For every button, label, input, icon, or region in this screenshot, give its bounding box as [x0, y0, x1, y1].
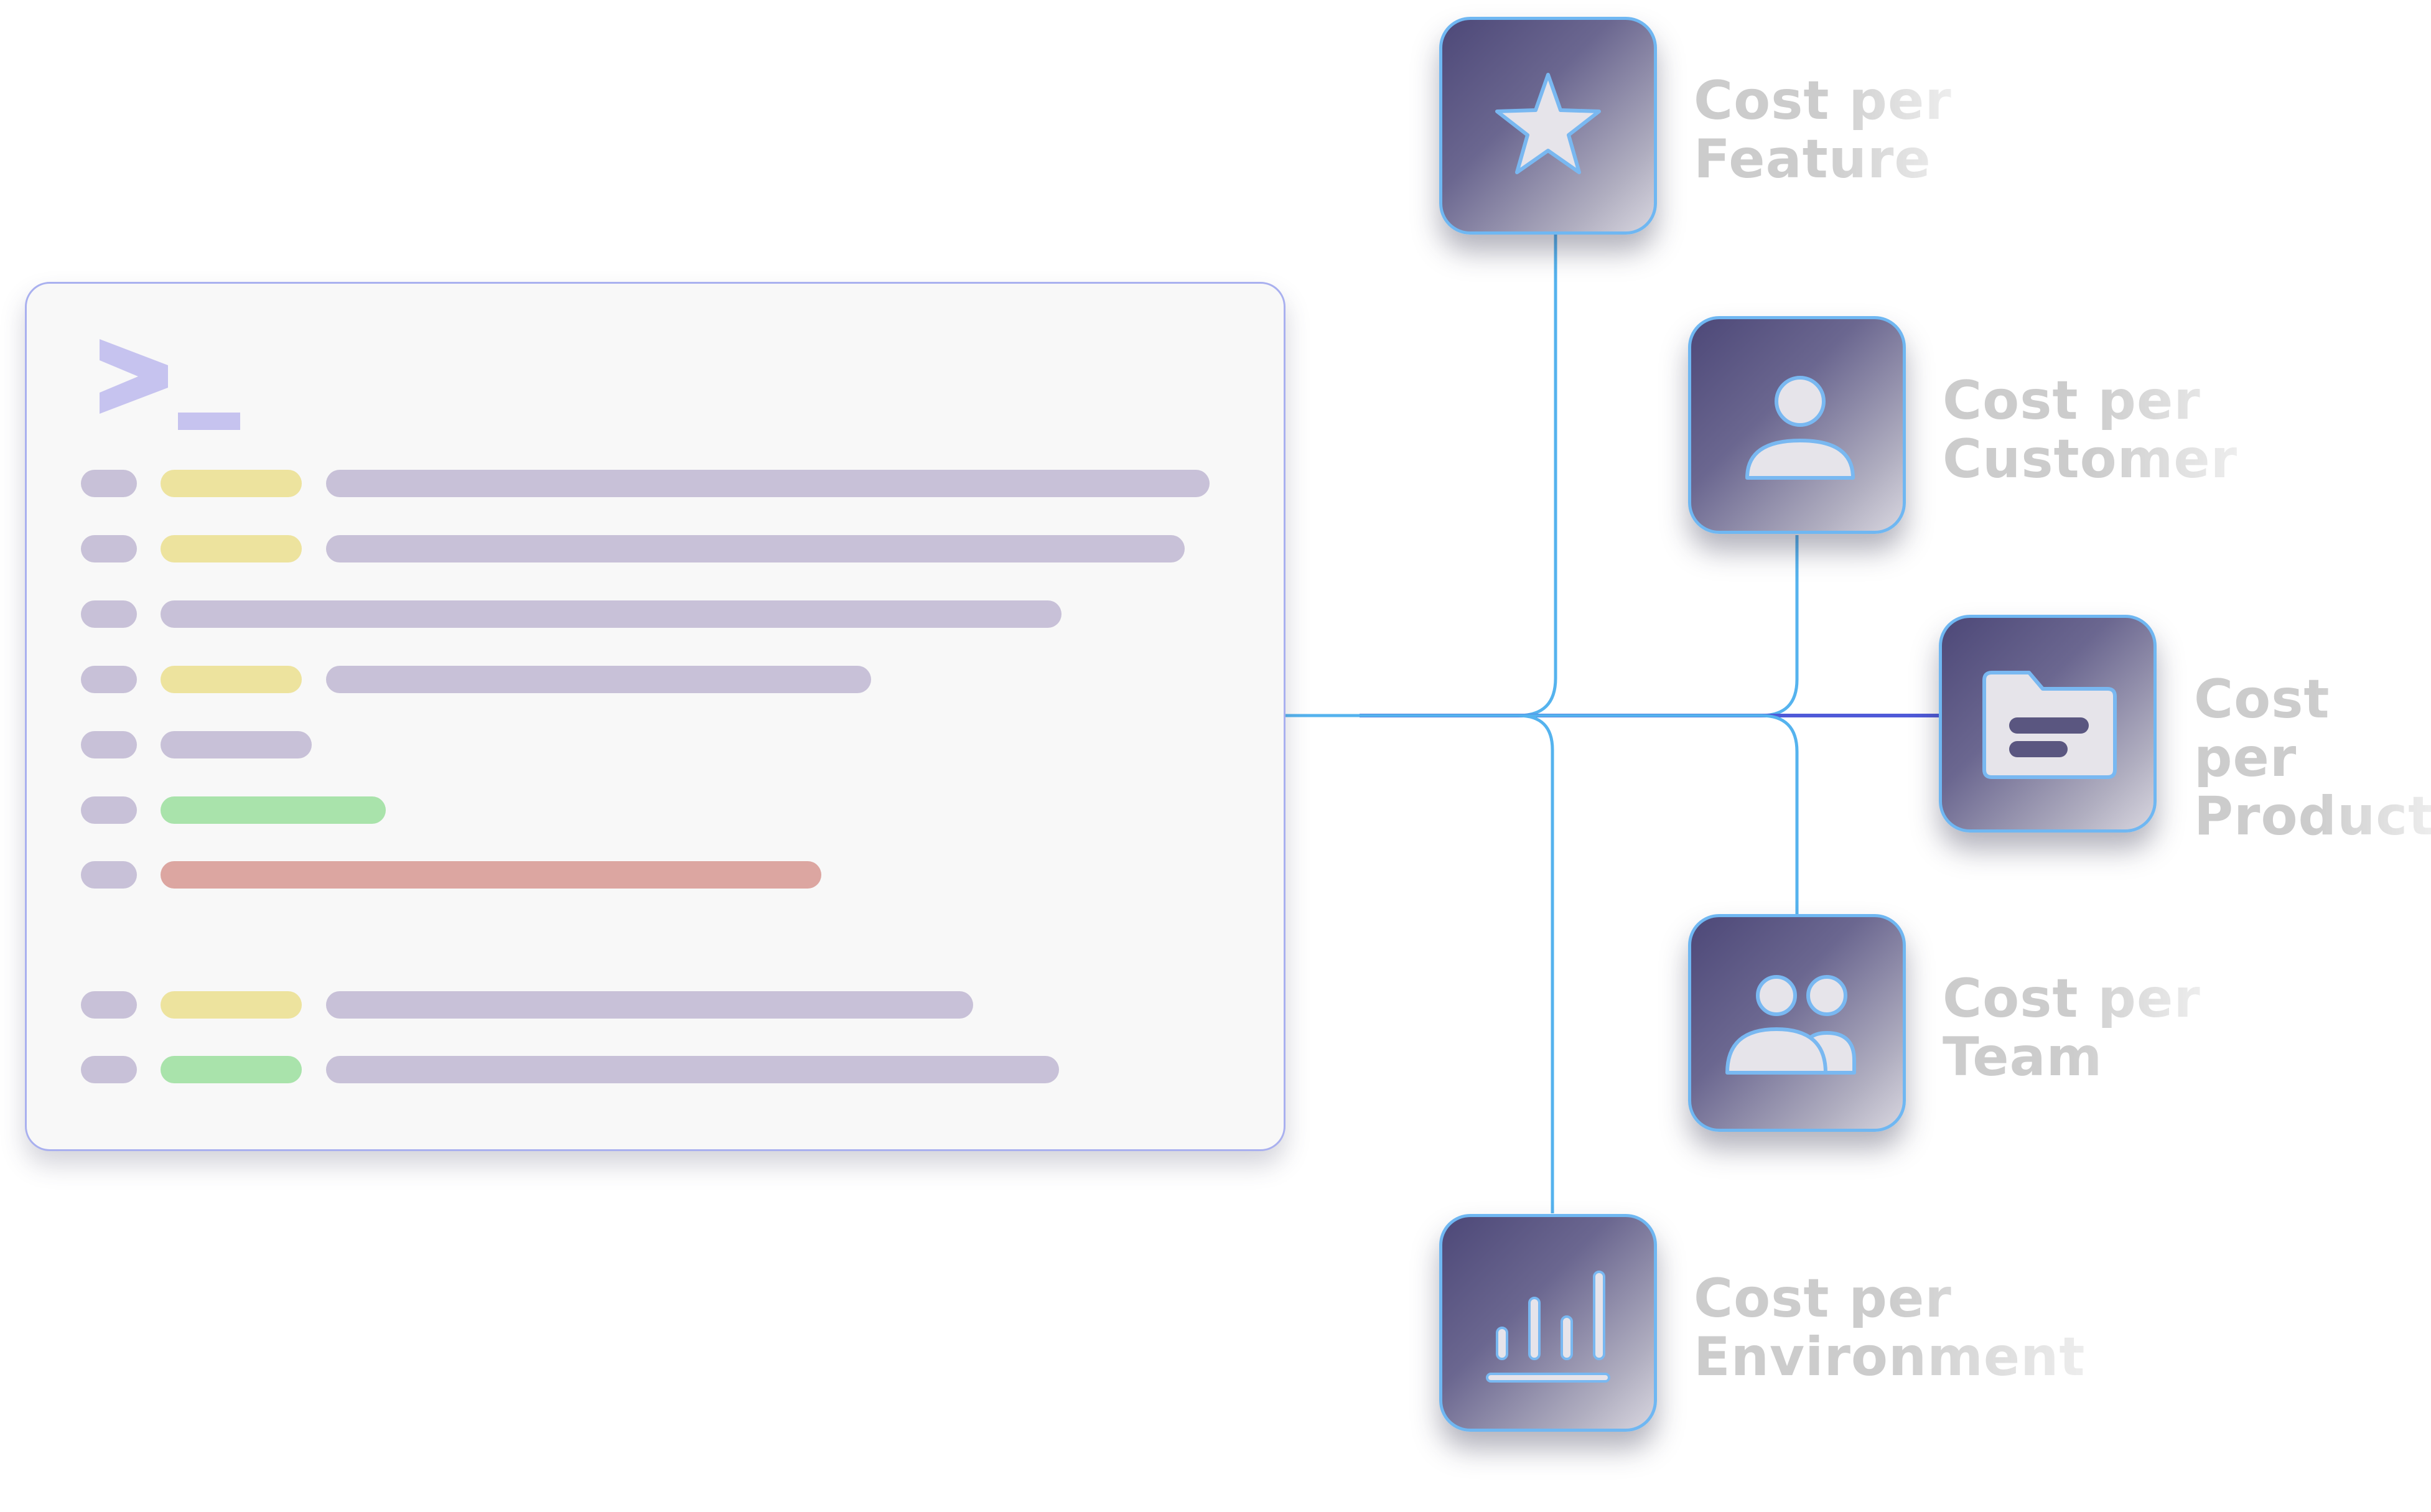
- code-line-pill: [161, 861, 821, 889]
- code-line-pill: [81, 535, 137, 562]
- code-line-pill: [161, 1056, 302, 1083]
- user-icon: [1745, 376, 1855, 480]
- node-team-label: Cost per Team: [1943, 968, 2201, 1088]
- code-line-pill: [326, 991, 973, 1019]
- connector-feature: [1285, 233, 1557, 717]
- code-line-pill: [81, 861, 137, 889]
- code-line-pill: [81, 796, 137, 824]
- code-line-pill: [81, 470, 137, 497]
- node-environment-label: Cost per Environment: [1694, 1267, 2086, 1388]
- node-team-tile: [1688, 914, 1906, 1132]
- node-feature-label: Cost per Feature: [1694, 70, 1952, 190]
- connector-customer: [1285, 535, 1799, 717]
- code-line-pill: [326, 535, 1185, 562]
- terminal-prompt-icon: [100, 339, 240, 430]
- code-line-pill: [81, 666, 137, 693]
- bar-chart-icon: [1486, 1271, 1610, 1383]
- star-icon: [1495, 73, 1601, 174]
- node-product-tile: [1939, 615, 2157, 833]
- code-line-pill: [81, 600, 137, 628]
- code-line-pill: [161, 731, 312, 758]
- code-line-pill: [326, 666, 871, 693]
- users-icon: [1725, 975, 1856, 1075]
- code-line-pill: [326, 1056, 1059, 1083]
- node-feature-tile: [1439, 17, 1657, 235]
- node-customer-tile: [1688, 316, 1906, 534]
- connector-team: [1285, 714, 1799, 915]
- code-line-pill: [161, 600, 1062, 628]
- code-line-pill: [81, 991, 137, 1019]
- connector-environment: [1285, 714, 1554, 1213]
- node-environment-tile: [1439, 1214, 1657, 1432]
- code-line-pill: [81, 1056, 137, 1083]
- code-line-pill: [161, 535, 302, 562]
- code-line-pill: [161, 470, 302, 497]
- folder-icon: [1982, 671, 2117, 779]
- node-customer-label: Cost per Customer: [1943, 370, 2238, 490]
- code-line-pill: [326, 470, 1210, 497]
- code-line-pill: [161, 796, 386, 824]
- code-line-pill: [161, 666, 302, 693]
- code-line-pill: [81, 731, 137, 758]
- code-line-pill: [161, 991, 302, 1019]
- node-product-label: Cost per Product: [2194, 668, 2431, 847]
